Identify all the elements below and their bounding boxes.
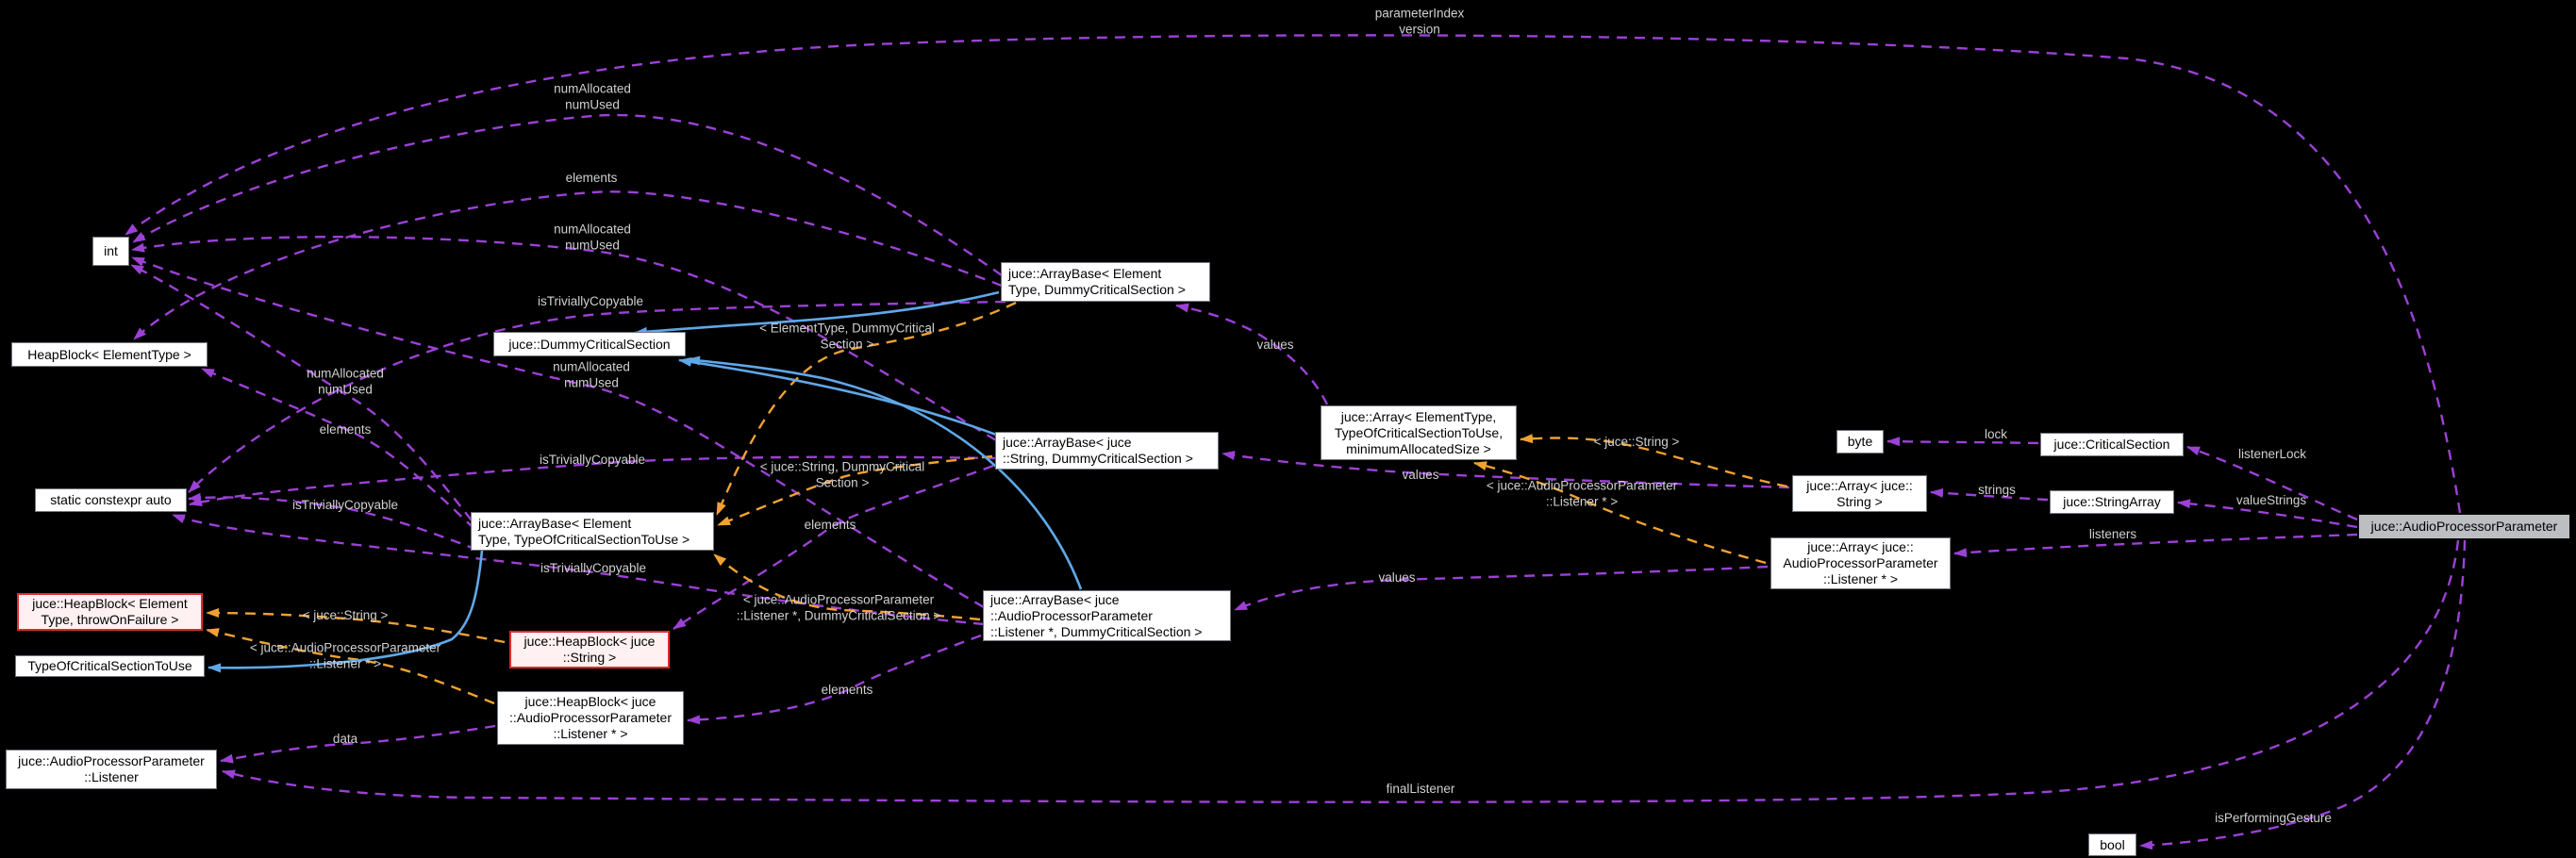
node-arraybase-generic[interactable]: juce::ArrayBase< Element Type, TypeOfCri…: [471, 512, 714, 551]
edge-istriviallycopyable-from-arraybase-generic: [188, 492, 478, 552]
edge-label-finallistener: finalListener: [1386, 781, 1455, 796]
edge-label-istriviallycopyable-generic: isTriviallyCopyable: [291, 497, 399, 512]
edge-label-template-heapblock-string: < juce::String >: [302, 607, 389, 622]
edge-label-elements-string: elements: [804, 517, 856, 532]
edge-lock: [1886, 437, 2039, 447]
edge-template-array-listener: [1473, 461, 1767, 565]
edge-parameterindex-version: [125, 34, 2462, 514]
edge-label-listeners: listeners: [2088, 526, 2137, 541]
node-juce-heapblock-generic[interactable]: juce::HeapBlock< Element Type, throwOnFa…: [17, 593, 203, 631]
edge-label-strings: strings: [1978, 482, 2016, 497]
usage-edges: [125, 34, 2467, 850]
edge-label-parameterindex-version: parameterIndex version: [1374, 6, 1465, 37]
edge-label-lock: lock: [1984, 426, 2008, 441]
edge-inherit-arraybase-string-dummycs: [678, 356, 997, 437]
edge-inherit-arraybase-et-dummycs: [634, 290, 1000, 337]
node-stringarray[interactable]: juce::StringArray: [2050, 490, 2174, 514]
edge-listenerlock: [2186, 445, 2358, 521]
node-bool: bool: [2088, 833, 2136, 856]
node-byte: byte: [1836, 430, 1884, 454]
edge-elements-from-arraybase-string: [673, 464, 994, 630]
node-dummycriticalsection[interactable]: juce::DummyCriticalSection: [493, 332, 686, 356]
edge-values-from-array-string: [1222, 451, 1790, 489]
edge-elements-from-arraybase-et: [133, 190, 1003, 340]
node-criticalsection[interactable]: juce::CriticalSection: [2040, 433, 2184, 456]
edge-label-values-string: values: [1402, 467, 1439, 482]
node-audioprocessorparameter: juce::AudioProcessorParameter: [2358, 514, 2570, 539]
edge-label-istriviallycopyable-listener: isTriviallyCopyable: [540, 560, 647, 575]
edge-elements-from-arraybase-listener: [687, 634, 982, 725]
edge-label-elements-et: elements: [565, 170, 618, 185]
edge-strings: [1930, 487, 2049, 502]
node-arraybase-string-dummy[interactable]: juce::ArrayBase< juce ::String, DummyCri…: [995, 432, 1219, 470]
edge-label-template-array-string: < juce::String >: [1593, 434, 1680, 449]
edge-label-elements-listener: elements: [821, 682, 873, 697]
edge-label-template-arraybase-string: < juce::String, DummyCritical Section >: [759, 459, 925, 490]
edge-numallocated-from-arraybase-generic: [130, 263, 473, 521]
edge-numallocated-from-arraybase-string: [131, 236, 997, 442]
edge-label-valuestrings: valueStrings: [2235, 492, 2307, 507]
template-edges: [206, 301, 1788, 705]
node-array-listener[interactable]: juce::Array< juce:: AudioProcessorParame…: [1770, 537, 1951, 589]
node-audioprocessorparameter-listener[interactable]: juce::AudioProcessorParameter ::Listener: [6, 750, 217, 789]
edge-istriviallycopyable-from-arraybase-listener: [172, 513, 985, 626]
edge-label-data: data: [332, 731, 358, 746]
edge-isperforminggesture: [2139, 539, 2467, 850]
node-arraybase-elementtype-dummy[interactable]: juce::ArrayBase< Element Type, DummyCrit…: [1001, 262, 1210, 302]
edge-inherit-arraybase-generic-tocstu: [208, 550, 484, 673]
edge-label-listenerlock: listenerLock: [2237, 446, 2307, 461]
edge-values-from-array-generic: [1175, 303, 1329, 405]
edge-data: [220, 724, 496, 764]
edge-label-elements-generic: elements: [319, 421, 372, 437]
edge-listeners: [1953, 533, 2358, 558]
edge-label-template-array-listener: < juce::AudioProcessorParameter ::Listen…: [1486, 478, 1678, 509]
edge-numallocated-from-arraybase-et: [132, 113, 1003, 276]
edge-label-numallocated-listener: numAllocated numUsed: [553, 359, 630, 390]
node-typeofcriticalsectiontouse: TypeOfCriticalSectionToUse: [15, 655, 205, 677]
edge-values-from-array-listener: [1234, 565, 1769, 612]
edge-label-istriviallycopyable-et: isTriviallyCopyable: [537, 293, 644, 308]
edge-label-istriviallycopyable-string: isTriviallyCopyable: [539, 452, 646, 467]
edge-label-numallocated-generic: numAllocated numUsed: [307, 366, 384, 397]
edge-template-arraybase-string: [717, 454, 993, 527]
edge-label-isperforminggesture: isPerformingGesture: [2215, 810, 2332, 825]
edge-template-heapblock-string: [206, 608, 506, 644]
edge-label-numallocated-et: numAllocated numUsed: [554, 81, 631, 112]
node-arraybase-listener-dummy[interactable]: juce::ArrayBase< juce ::AudioProcessorPa…: [983, 590, 1231, 641]
edge-finallistener: [222, 539, 2460, 803]
edge-label-template-arraybase-listener: < juce::AudioProcessorParameter ::Listen…: [736, 592, 941, 623]
edge-numallocated-from-arraybase-listener: [131, 256, 985, 609]
edge-istriviallycopyable-from-arraybase-et: [188, 300, 1006, 493]
edge-label-template-heapblock-listener: < juce::AudioProcessorParameter ::Listen…: [249, 640, 441, 671]
edge-label-numallocated-string: numAllocated numUsed: [554, 222, 631, 253]
edge-label-values-et: values: [1256, 337, 1294, 352]
edge-label-values-listener: values: [1378, 569, 1416, 585]
edge-template-arraybase-et: [715, 301, 1017, 516]
inheritance-edges: [208, 290, 1083, 673]
node-juce-heapblock-listener[interactable]: juce::HeapBlock< juce ::AudioProcessorPa…: [497, 691, 684, 745]
edge-inherit-arraybase-listener-dummycs: [687, 355, 1083, 590]
edge-label-template-arraybase-et: < ElementType, DummyCritical Section >: [759, 321, 935, 352]
edge-istriviallycopyable-from-arraybase-string: [189, 455, 997, 507]
edge-template-array-string: [1520, 434, 1788, 488]
edge-elements-from-arraybase-generic: [201, 367, 475, 530]
edge-template-heapblock-listener: [206, 628, 495, 705]
edge-valuestrings: [2177, 499, 2358, 529]
node-static-constexpr-auto: static constexpr auto: [35, 488, 187, 512]
node-int: int: [92, 237, 129, 266]
node-juce-heapblock-string[interactable]: juce::HeapBlock< juce ::String >: [509, 631, 670, 668]
node-heapblock-elementtype: HeapBlock< ElementType >: [11, 342, 208, 367]
node-array-string[interactable]: juce::Array< juce:: String >: [1792, 475, 1927, 512]
node-array-generic[interactable]: juce::Array< ElementType, TypeOfCritical…: [1321, 405, 1517, 460]
